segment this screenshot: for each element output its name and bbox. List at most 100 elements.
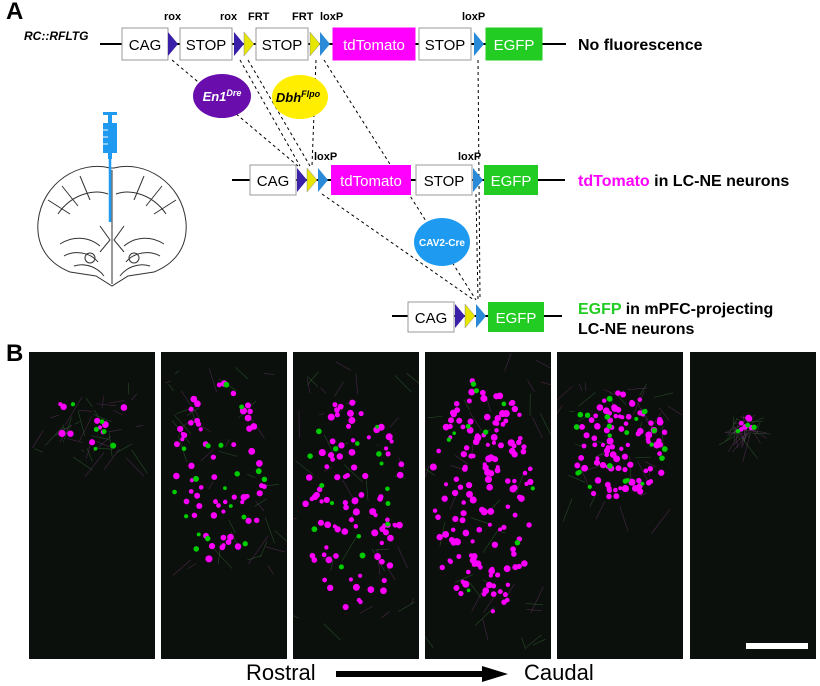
egfp-cell — [530, 486, 535, 491]
tdtomato-cell — [601, 398, 607, 403]
fiber — [191, 419, 212, 433]
fiber — [589, 495, 596, 508]
tdtomato-cell — [345, 423, 352, 429]
fiber — [535, 359, 551, 369]
tdtomato-cell — [615, 390, 621, 396]
fiber — [187, 407, 200, 416]
egfp-cell — [607, 433, 612, 438]
tdtomato-cell — [443, 482, 449, 487]
fiber — [557, 385, 573, 401]
tdtomato-cell — [470, 539, 475, 544]
fiber — [365, 477, 369, 501]
fiber — [79, 416, 93, 441]
tdtomato-cell — [173, 441, 180, 448]
fiber — [733, 422, 738, 424]
fiber — [527, 380, 535, 392]
row1-frt-label-1: FRT — [248, 11, 270, 23]
tdtomato-cell — [594, 423, 601, 430]
tdtomato-cell — [367, 586, 375, 593]
tdtomato-cell — [453, 585, 460, 591]
tdtomato-cell — [483, 413, 491, 421]
row1-egfp-box — [485, 27, 543, 61]
egfp-cell — [470, 381, 477, 387]
tdtomato-cell — [220, 534, 227, 541]
tdtomato-cell — [194, 492, 201, 499]
fiber — [247, 474, 256, 479]
egfp-cell — [196, 532, 201, 537]
tdtomato-cell — [89, 439, 96, 446]
fiber — [653, 392, 674, 398]
fiber — [225, 439, 230, 448]
tdtomato-cell — [466, 569, 471, 575]
tdtomato-cell — [738, 420, 744, 426]
tdtomato-cell — [494, 467, 501, 474]
tdtomato-cell — [247, 408, 253, 415]
tdtomato-cell — [216, 382, 222, 388]
tdtomato-cell — [488, 573, 493, 578]
fiber — [661, 423, 664, 450]
tdtomato-cell — [618, 486, 623, 491]
row2-loxp-site-2 — [473, 168, 483, 192]
fiber — [635, 456, 652, 459]
tdtomato-cell — [605, 445, 611, 451]
tdtomato-cell — [350, 464, 358, 471]
fiber — [267, 565, 274, 575]
fiber — [397, 546, 408, 569]
tdtomato-cell — [628, 478, 636, 486]
tdtomato-cell — [436, 448, 442, 454]
tdtomato-cell — [210, 454, 217, 460]
tdtomato-cell — [358, 492, 365, 498]
fiber — [264, 516, 275, 544]
tdtomato-cell — [342, 500, 348, 506]
tdtomato-cell — [480, 395, 488, 403]
tdtomato-cell — [526, 522, 532, 528]
egfp-cell — [385, 500, 391, 506]
tdtomato-cell — [250, 423, 258, 430]
tdtomato-cell — [636, 477, 642, 484]
fiber — [200, 449, 214, 462]
egfp-cell — [241, 514, 247, 520]
tdtomato-cell — [465, 490, 473, 498]
micrograph-1-cells — [32, 382, 148, 477]
tdtomato-cell — [348, 416, 356, 424]
fiber — [238, 400, 257, 419]
tdtomato-cell — [511, 443, 517, 449]
row1-rox-site-2 — [234, 32, 244, 56]
cav2-cre-ellipse — [414, 218, 470, 266]
tdtomato-cell — [500, 421, 506, 427]
fiber — [217, 541, 222, 565]
fiber — [342, 480, 355, 502]
fiber — [103, 449, 120, 471]
egfp-cell — [651, 427, 657, 434]
egfp-cell — [70, 402, 76, 407]
tdtomato-cell — [462, 464, 468, 470]
micrograph-5-cells — [557, 382, 682, 534]
tdtomato-cell — [619, 446, 624, 451]
egfp-cell — [93, 426, 99, 432]
fiber — [295, 460, 314, 476]
egfp-cell — [514, 540, 521, 546]
tdtomato-cell — [453, 476, 460, 482]
tdtomato-cell — [495, 465, 500, 470]
tdtomato-cell — [588, 417, 595, 423]
tdtomato-cell — [191, 512, 198, 519]
row2-rox-site — [297, 168, 307, 192]
fiber — [751, 417, 764, 424]
row2-tdtomato-label: tdTomato — [340, 173, 402, 190]
tdtomato-cell — [316, 486, 323, 493]
row1-frt-label-2: FRT — [292, 11, 314, 23]
tdtomato-cell — [488, 470, 495, 477]
egfp-cell — [242, 541, 248, 547]
tdtomato-cell — [637, 397, 643, 402]
fiber — [398, 601, 416, 612]
tdtomato-cell — [348, 577, 353, 582]
tdtomato-cell — [211, 474, 218, 480]
egfp-cell — [228, 504, 233, 508]
fiber — [526, 603, 544, 606]
fiber — [598, 453, 606, 456]
fiber — [96, 403, 117, 407]
tdtomato-cell — [227, 533, 234, 541]
tdtomato-cell — [311, 557, 318, 563]
fiber — [450, 465, 464, 470]
fiber — [471, 587, 485, 612]
